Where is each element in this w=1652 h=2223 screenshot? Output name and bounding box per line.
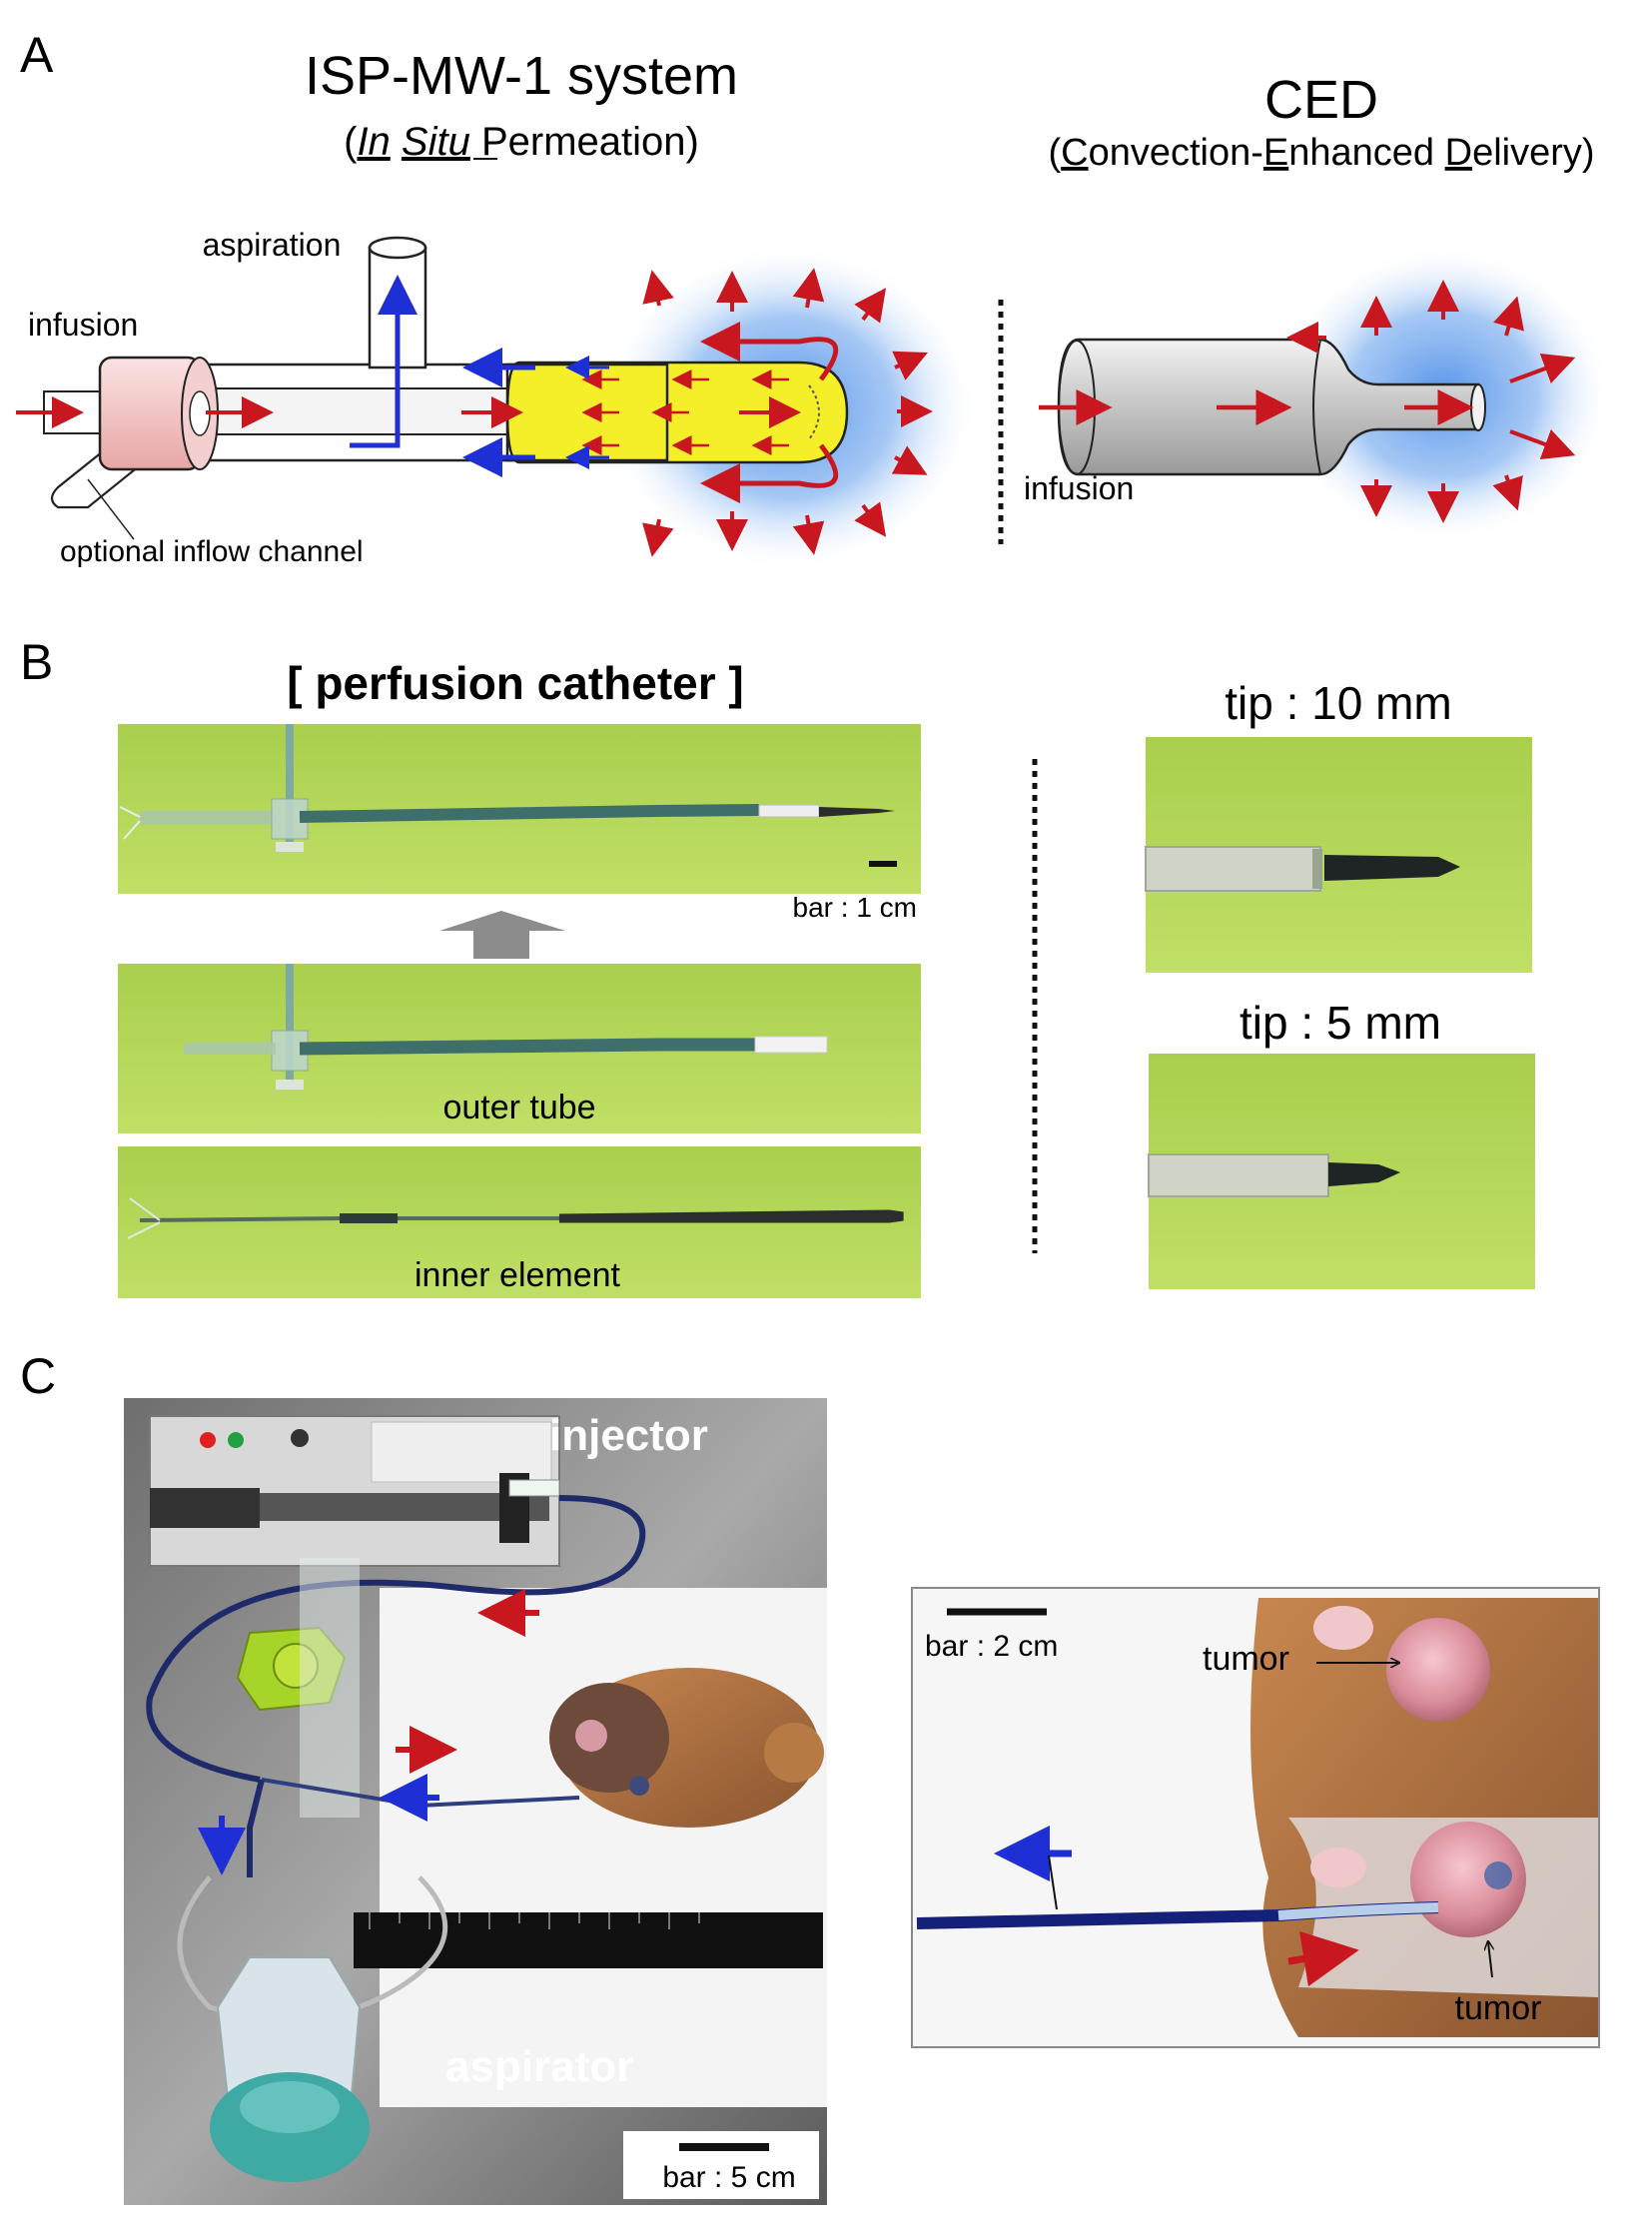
assembly-up-arrow (439, 911, 565, 959)
photo-inner-element (118, 1146, 921, 1298)
ced-subtitle: (Convection-Enhanced Delivery) (1048, 132, 1594, 174)
label-injector: injector (549, 1411, 708, 1460)
label-optional-inflow: optional inflow channel (60, 535, 364, 568)
label-outer-tube: outer tube (442, 1089, 595, 1126)
isp-aspiration-arrows (350, 275, 609, 477)
isp-return-loops (700, 322, 839, 503)
panel-b: B [ perfusion catheter ] bar : 1 cm (20, 634, 1535, 1298)
isp-radial-arrows (642, 268, 933, 557)
isp-title: ISP-MW-1 system (305, 46, 738, 106)
perfusion-catheter-title: [ perfusion catheter ] (287, 657, 744, 709)
panel-b-letter: B (20, 634, 53, 690)
aspiration-port-top (368, 236, 427, 260)
photo-tip-5mm (1148, 1054, 1535, 1289)
ced-radial-arrows (1286, 280, 1576, 523)
label-aspiration: aspiration (203, 227, 342, 263)
photo-assembled-catheter (118, 724, 921, 894)
bar-1cm: bar : 1 cm (793, 892, 917, 923)
label-tip-10mm: tip : 10 mm (1225, 677, 1452, 729)
photo-outer-tube (118, 964, 921, 1133)
label-inner-element: inner element (414, 1256, 621, 1294)
bar-5cm: bar : 5 cm (662, 2161, 795, 2194)
label-aspirator: aspirator (445, 2042, 633, 2091)
isp-inner-red-arrows (581, 370, 789, 455)
ced-shoulder (1312, 339, 1321, 475)
photo-setup (124, 1398, 827, 2205)
photo-tip-10mm (1145, 737, 1532, 973)
photo-tumor-inset (911, 1587, 1600, 2048)
ced-title: CED (1264, 70, 1378, 130)
label-tumor-top: tumor (1203, 1640, 1289, 1678)
label-tumor-bottom: tumor (1455, 1989, 1542, 2027)
panel-a: A ISP-MW-1 system (In Situ Permeation) C… (16, 27, 1613, 572)
panel-c: C (20, 1348, 1600, 2205)
ced-tip-face (1470, 383, 1486, 431)
bar-2cm: bar : 2 cm (925, 1630, 1058, 1663)
isp-subtitle: (In Situ Permeation) (344, 120, 699, 164)
label-infusion: infusion (28, 307, 138, 343)
panel-a-letter: A (20, 27, 54, 83)
label-tip-5mm: tip : 5 mm (1239, 997, 1441, 1049)
label-ced-infusion: infusion (1024, 470, 1134, 506)
panel-c-letter: C (20, 1348, 56, 1404)
